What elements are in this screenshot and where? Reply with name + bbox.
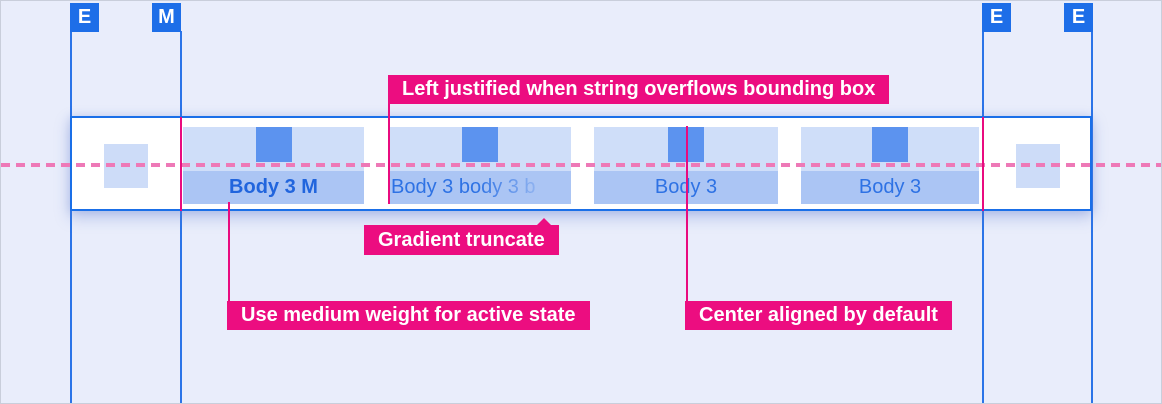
connector-left-justified (388, 103, 390, 204)
tab-label-truncated: Body 3 body 3 b (388, 171, 571, 204)
center-dashed-guide-line (1, 163, 1161, 167)
measure-line-tabs-end (982, 117, 984, 211)
annotation-label: Center aligned by default (699, 304, 938, 326)
guide-marker-label: E (1071, 6, 1086, 28)
annotation-left-justified: Left justified when string overflows bou… (388, 75, 890, 104)
guide-marker-e-right-outer: E (1064, 3, 1093, 32)
guide-marker-label: E (989, 6, 1004, 28)
guide-marker-e-right-inner: E (982, 3, 1011, 32)
guide-line-edge-right-outer (1091, 31, 1093, 403)
annotation-center-aligned: Center aligned by default (685, 301, 952, 330)
measure-line-tabs-start (180, 117, 182, 211)
tab-item[interactable]: Body 3 (801, 127, 979, 204)
guide-marker-e-left: E (70, 3, 99, 32)
guide-marker-label: E (77, 6, 92, 28)
annotation-label: Gradient truncate (378, 228, 545, 251)
tab-label: Body 3 M (183, 171, 364, 204)
gradient-truncate-overlay (476, 171, 571, 204)
tab-icon-placeholder (872, 127, 908, 162)
guide-line-margin-left (180, 31, 182, 403)
annotation-gradient-truncate: Gradient truncate (364, 218, 559, 255)
tab-icon-placeholder (255, 127, 292, 162)
connector-center-aligned (686, 126, 688, 301)
annotation-label: Use medium weight for active state (241, 304, 576, 326)
caret-up-icon (536, 218, 551, 225)
guide-marker-m: M (152, 3, 181, 32)
tab-label: Body 3 (801, 171, 979, 204)
annotation-medium-weight: Use medium weight for active state (227, 301, 590, 330)
guide-line-edge-left (70, 31, 72, 403)
annotation-label: Left justified when string overflows bou… (402, 78, 876, 100)
connector-active-state (228, 202, 230, 301)
guide-line-edge-right-inner (982, 31, 984, 403)
tab-icon-placeholder (461, 127, 498, 162)
guide-marker-label: M (158, 6, 175, 28)
